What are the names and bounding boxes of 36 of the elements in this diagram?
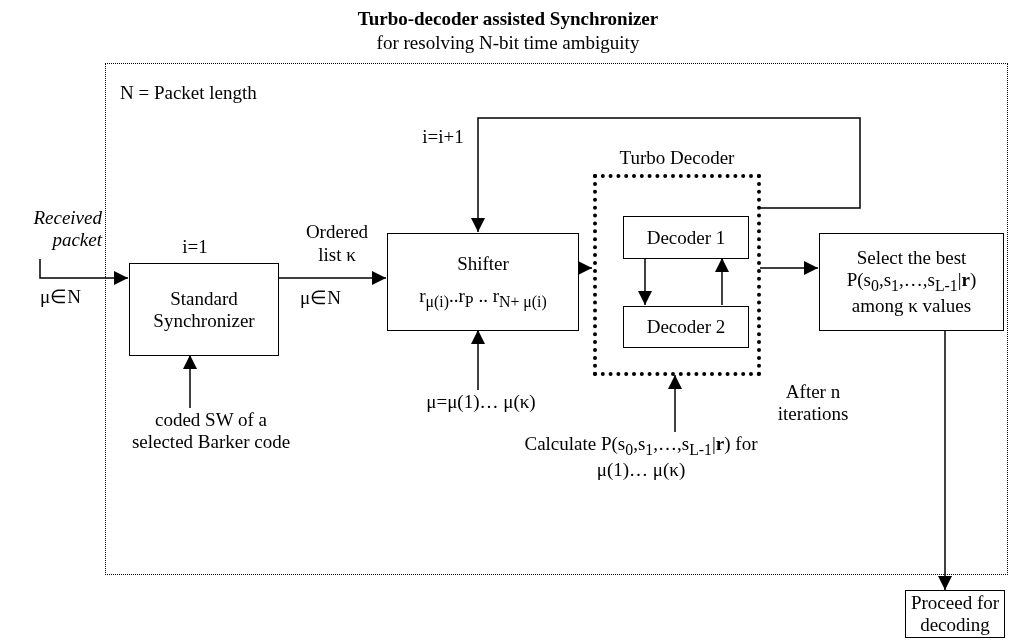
edge-note: μ∈N <box>300 287 342 309</box>
input-label: coded SW of a selected Barker code <box>130 409 292 453</box>
arrow <box>638 257 652 306</box>
box-title: Decoder 2 <box>646 316 726 338</box>
process-box <box>623 216 749 259</box>
box-title: Select the best P(s$_{0}$,s$_{1}$,…,s$_{L-1}$|r) among κ values <box>845 247 978 317</box>
input-label: μ=μ(1)… μ(κ) <box>425 391 537 413</box>
arrow <box>471 117 861 233</box>
process-box <box>129 263 279 356</box>
arrow <box>183 354 197 409</box>
arrow <box>668 374 682 433</box>
iteration-note: After n iterations <box>776 381 850 425</box>
box-title: Standard Synchronizer <box>152 287 256 332</box>
arrow <box>715 257 729 306</box>
box-text: r$_{μ(i)}$..r$_{P}$ .. r$_{N+ μ(i)}$ <box>419 284 547 311</box>
process-box <box>819 233 1004 331</box>
arrow <box>759 261 819 275</box>
index-label: i=1 <box>181 236 209 258</box>
box-title: Proceed for decoding <box>909 592 1001 636</box>
edge-note: μ∈N <box>40 286 82 308</box>
process-box <box>387 233 579 331</box>
box-title: Shifter <box>457 253 509 275</box>
title: Turbo-decoder assisted Synchronizer <box>356 8 660 30</box>
arrow <box>577 261 593 275</box>
input-label: Received packet <box>32 207 102 251</box>
box-title: Decoder 1 <box>646 226 726 249</box>
arrow <box>471 329 485 391</box>
subtitle: for resolving N-bit time ambiguity <box>375 32 641 54</box>
dotted-frame <box>105 63 1008 575</box>
arrow <box>938 329 952 591</box>
input-label: Calculate P(s$_{0}$,s$_{1}$,…,s$_{L-1}$|r) for μ(1)… μ(κ) <box>523 433 759 481</box>
process-box <box>623 306 749 348</box>
arrow <box>277 271 387 285</box>
frame-heading: N = Packet length <box>120 82 257 104</box>
group-heading: Turbo Decoder <box>618 147 736 169</box>
arrow <box>39 258 129 285</box>
